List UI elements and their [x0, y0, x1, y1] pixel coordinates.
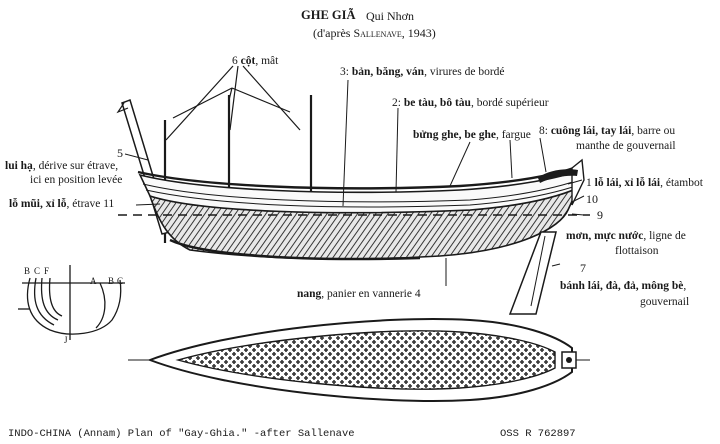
section-letter: C [117, 276, 124, 286]
label-number-7: 7 [580, 261, 586, 275]
diagram-place: Qui Nhơn [366, 9, 415, 23]
label-tiller: 8: cuông lái, tay lái, barre ou [539, 125, 676, 137]
section-letter: B [24, 266, 31, 276]
diagram-credit: (d'après Sallenave, 1943) [313, 26, 436, 40]
label-planking: 3: bản, băng, ván, virures de bordé [340, 66, 505, 78]
label-washboard: bửng ghe, be ghe, fargue [413, 129, 531, 141]
section-letter: C [34, 266, 41, 276]
plan-view [128, 318, 590, 402]
label-rudder-line2: gouvernail [640, 296, 690, 308]
label-leeboard-line2: ici en position levée [30, 174, 123, 186]
label-upper-strake: 2: be tàu, bô tàu, bordé supérieur [392, 97, 549, 109]
label-number-9: 9 [597, 208, 603, 222]
footer-caption: INDO-CHINA (Annam) Plan of "Gay-Ghia." -… [8, 428, 355, 440]
label-waterline-line2: flottaison [615, 245, 659, 257]
label-basket: nang, panier en vannerie 4 [297, 288, 421, 300]
section-letter: A [90, 276, 97, 286]
label-mast: 6 cột, mât [232, 55, 279, 67]
tiller [538, 169, 578, 183]
label-waterline: mơn, mực nước, ligne de [566, 230, 686, 242]
plan-basket [175, 330, 556, 390]
section-letter: F [44, 266, 50, 276]
label-rudder: bánh lái, đà, đả, mông bè, [560, 280, 687, 292]
rudder [508, 231, 557, 315]
section-letter: B [108, 276, 115, 286]
label-sternpost: 1 lỗ lái, xỉ lỗ lái, étambot [586, 177, 703, 189]
cross-section [18, 265, 125, 340]
label-tiller-line2: manthe de gouvernail [576, 140, 676, 152]
leader-lines [124, 79, 585, 286]
diagram-title: GHE GIÃ [301, 8, 356, 23]
label-leeboard: lui hạ, dérive sur étrave, [5, 160, 119, 172]
label-number-5: 5 [117, 146, 123, 160]
boat-name: GHE GIÃ [301, 8, 356, 22]
section-letter: J [64, 335, 68, 345]
label-number-10: 10 [586, 192, 598, 206]
mast-leader-lines [165, 65, 301, 141]
label-stem: lỗ mũi, xỉ lỗ, étrave 11 [9, 198, 115, 210]
footer-reference: OSS R 762897 [500, 428, 576, 440]
